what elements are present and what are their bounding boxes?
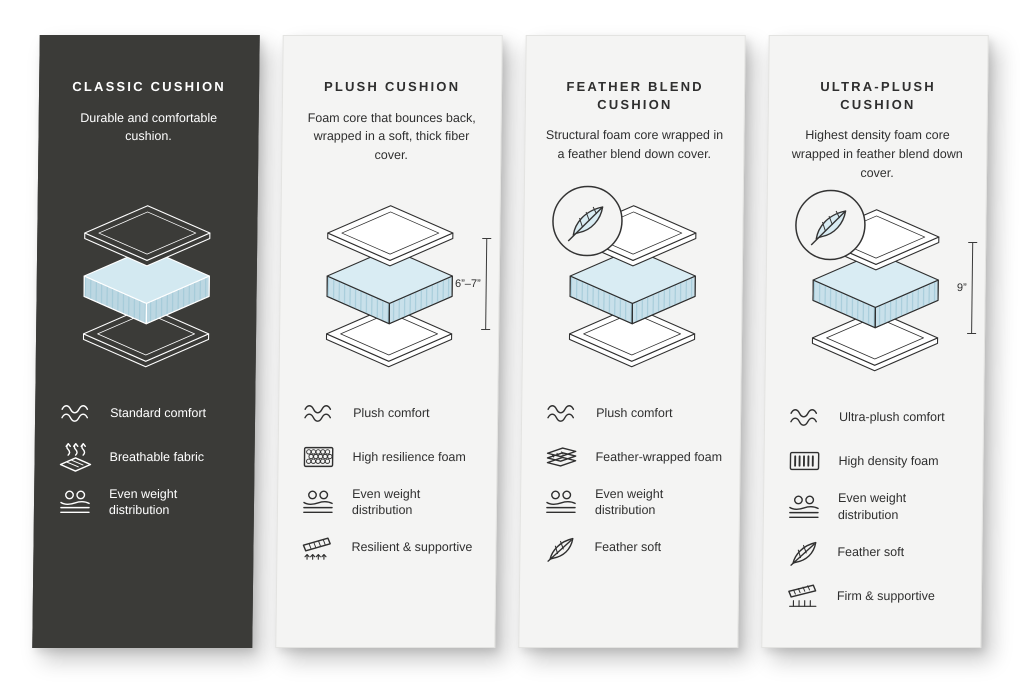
card-title: PLUSH CUSHION bbox=[323, 79, 461, 94]
feature-row: Plush comfort bbox=[297, 398, 481, 428]
feature-row: Resilient & supportive bbox=[295, 533, 479, 563]
feather-wrapped-foam-icon bbox=[539, 442, 583, 472]
feature-label: Standard comfort bbox=[110, 405, 207, 420]
feature-list: Plush comfort Feather-wrapped foam Even … bbox=[536, 398, 724, 577]
card-title: CLASSIC CUSHION bbox=[72, 79, 227, 94]
feature-row: High density foam bbox=[782, 446, 966, 476]
card-plush-cushion: PLUSH CUSHION Foam core that bounces bac… bbox=[275, 35, 503, 648]
card-description: Foam core that bounces back, wrapped in … bbox=[307, 110, 476, 163]
feature-label: Feather-wrapped foam bbox=[595, 449, 723, 464]
breathable-fabric-icon bbox=[53, 442, 97, 472]
card-header: ULTRA-PLUSH CUSHION Highest density foam… bbox=[784, 62, 971, 182]
card-classic-cushion: CLASSIC CUSHION Durable and comfortable … bbox=[32, 35, 260, 648]
feature-label: Feather soft bbox=[837, 544, 905, 559]
feather-icon bbox=[781, 537, 825, 567]
even-weight-icon bbox=[53, 487, 97, 517]
waves-icon bbox=[540, 398, 584, 428]
feature-label: High density foam bbox=[838, 454, 939, 469]
height-measurement: 6”–7” bbox=[454, 238, 488, 330]
card-description: Highest density foam core wrapped in fea… bbox=[791, 128, 963, 180]
cushion-illustration bbox=[539, 185, 727, 380]
feature-list: Plush comfort High resilience foam Even … bbox=[293, 398, 481, 577]
feature-row: Feather soft bbox=[781, 537, 965, 567]
feather-badge bbox=[793, 188, 868, 267]
feature-label: Resilient & supportive bbox=[351, 540, 473, 555]
even-weight-icon bbox=[296, 487, 340, 517]
feature-row: Feather soft bbox=[538, 533, 722, 563]
cushion-illustration: 6”–7” bbox=[296, 190, 488, 380]
cushion-illustration: 9” bbox=[781, 190, 974, 384]
resilient-supportive-icon bbox=[295, 533, 339, 563]
feature-row: Feather-wrapped foam bbox=[539, 442, 723, 472]
feature-label: Ultra-plush comfort bbox=[838, 410, 945, 425]
cushion-diagram bbox=[568, 205, 697, 368]
feather-badge bbox=[550, 184, 625, 263]
cushion-diagram bbox=[82, 205, 211, 368]
feature-row: High resilience foam bbox=[296, 442, 480, 472]
even-weight-icon bbox=[539, 487, 583, 517]
feature-label: Even weight distribution bbox=[108, 487, 178, 518]
feature-label: High resilience foam bbox=[352, 449, 466, 464]
feature-row: Even weight distribution bbox=[296, 486, 480, 519]
feature-row: Breathable fabric bbox=[53, 442, 237, 472]
waves-icon bbox=[783, 402, 827, 432]
feature-label: Breathable fabric bbox=[109, 449, 205, 464]
waves-icon bbox=[54, 398, 98, 428]
feature-label: Plush comfort bbox=[353, 405, 430, 420]
card-description: Structural foam core wrapped in a feathe… bbox=[545, 128, 724, 161]
feature-row: Standard comfort bbox=[54, 398, 238, 428]
card-description: Durable and comfortable cushion. bbox=[80, 110, 218, 144]
measurement-bar bbox=[971, 242, 974, 335]
resilience-foam-icon bbox=[296, 442, 340, 472]
feature-label: Even weight distribution bbox=[594, 487, 664, 518]
feature-row: Firm & supportive bbox=[781, 581, 965, 611]
cushion-diagram bbox=[811, 209, 940, 372]
height-measurement: 9” bbox=[956, 242, 974, 335]
card-title: FEATHER BLEND CUSHION bbox=[566, 79, 704, 112]
feature-row: Even weight distribution bbox=[539, 486, 723, 519]
card-title: ULTRA-PLUSH CUSHION bbox=[820, 79, 937, 112]
card-header: CLASSIC CUSHION Durable and comfortable … bbox=[55, 62, 242, 178]
feature-row: Ultra-plush comfort bbox=[783, 402, 967, 432]
feature-label: Plush comfort bbox=[596, 405, 673, 420]
feature-list: Ultra-plush comfort High density foam Ev… bbox=[779, 402, 968, 625]
card-feather-blend-cushion: FEATHER BLEND CUSHION Structural foam co… bbox=[518, 35, 746, 648]
feature-label: Even weight distribution bbox=[837, 491, 907, 522]
cushion-illustration bbox=[53, 190, 241, 380]
measurement-label: 6”–7” bbox=[454, 278, 481, 290]
feature-label: Firm & supportive bbox=[836, 588, 935, 603]
feature-label: Feather soft bbox=[594, 540, 662, 555]
feature-list: Standard comfort Breathable fabric Even … bbox=[51, 398, 239, 533]
feature-row: Even weight distribution bbox=[782, 490, 966, 523]
card-ultra-plush-cushion: ULTRA-PLUSH CUSHION Highest density foam… bbox=[761, 35, 989, 648]
measurement-bar bbox=[485, 238, 488, 330]
measurement-label: 9” bbox=[956, 282, 967, 295]
card-header: FEATHER BLEND CUSHION Structural foam co… bbox=[541, 62, 728, 178]
feature-row: Even weight distribution bbox=[53, 486, 237, 519]
waves-icon bbox=[297, 398, 341, 428]
feature-row: Plush comfort bbox=[540, 398, 724, 428]
feather-icon bbox=[538, 533, 582, 563]
card-header: PLUSH CUSHION Foam core that bounces bac… bbox=[298, 62, 485, 178]
feature-label: Even weight distribution bbox=[351, 487, 421, 518]
even-weight-icon bbox=[782, 492, 826, 522]
cushion-diagram bbox=[325, 205, 454, 368]
firm-supportive-icon bbox=[781, 581, 825, 611]
high-density-foam-icon bbox=[782, 446, 826, 476]
